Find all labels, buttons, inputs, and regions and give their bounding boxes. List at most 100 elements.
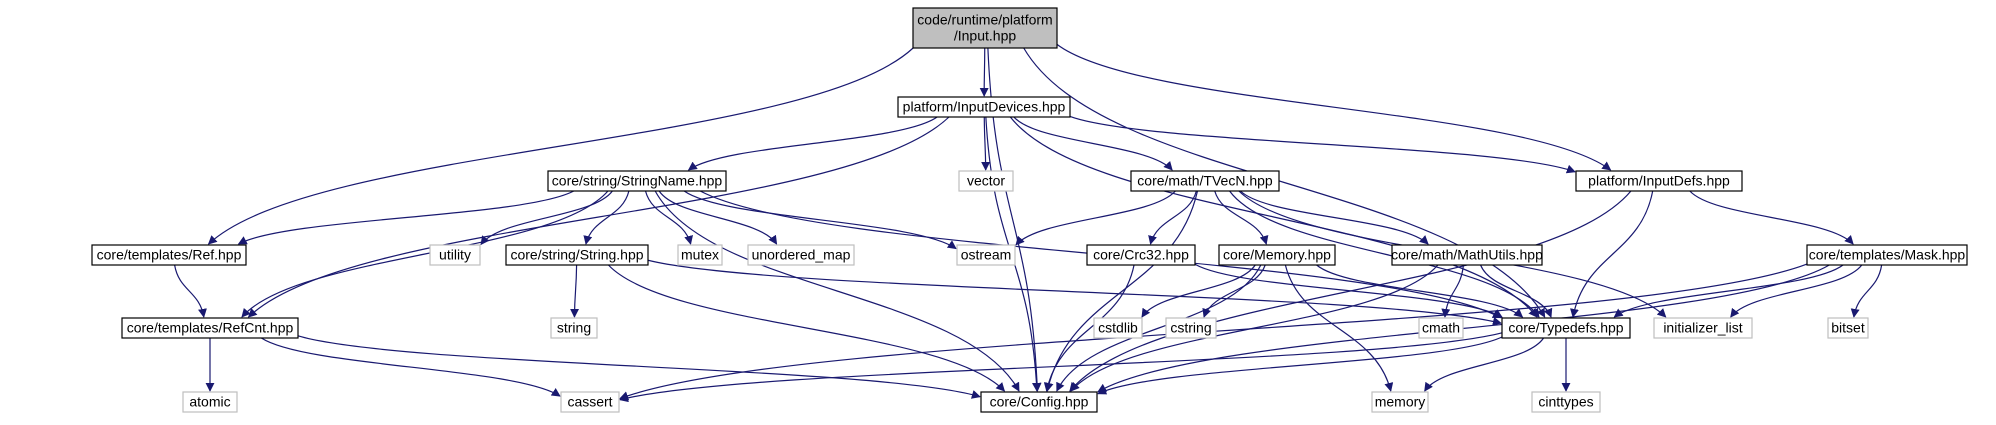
node-label: unordered_map (752, 247, 851, 263)
node-mutex: mutex (677, 244, 723, 266)
edge-string_name-to-ref_hpp (237, 190, 575, 245)
node-label: core/math/TVecN.hpp (1137, 173, 1273, 189)
node-label: core/Config.hpp (990, 394, 1089, 410)
node-label: core/templates/Mask.hpp (1809, 247, 1966, 263)
node-label: vector (967, 173, 1005, 189)
node-string-sys: string (550, 317, 598, 339)
edge-crc32-to-config (1043, 264, 1135, 392)
node-cassert: cassert (560, 391, 620, 413)
node-label: core/Crc32.hpp (1093, 247, 1189, 263)
edge-memory_hpp-to-typedefs (1316, 264, 1524, 318)
node-box (91, 244, 247, 266)
edge-mathutils-to-cmath (1441, 264, 1465, 318)
node-label: memory (1375, 394, 1426, 410)
node-bitset: bitset (1827, 317, 1869, 339)
node-input-devices[interactable]: platform/InputDevices.hpp (897, 96, 1071, 118)
nodes-layer: code/runtime/platform/Input.hpp platform/… (91, 7, 1968, 413)
node-cstdlib: cstdlib (1093, 317, 1143, 339)
node-box (1501, 317, 1631, 339)
edge-string_hpp-to-typedefs (647, 259, 1502, 326)
node-box (1827, 317, 1869, 339)
edge-string_name-to-ostream (683, 190, 957, 250)
edge-input_devices-to-refcnt (247, 116, 950, 318)
node-label: code/runtime/platform (917, 12, 1052, 28)
node-box (912, 7, 1058, 49)
node-ostream: ostream (956, 244, 1016, 266)
node-label: core/templates/Ref.hpp (97, 247, 242, 263)
node-label: string (557, 320, 591, 336)
node-label: /Input.hpp (954, 28, 1016, 44)
edge-tvecn-to-crc32 (1148, 190, 1197, 245)
edge-tvecn-to-mathutils (1239, 190, 1429, 245)
node-label: core/Memory.hpp (1223, 247, 1331, 263)
node-label: utility (439, 247, 471, 263)
edge-string_name-to-utility (480, 190, 613, 246)
node-unordered-map: unordered_map (747, 244, 855, 266)
edges-layer (174, 43, 1883, 403)
node-box (747, 244, 855, 266)
edge-mathutils-to-typedefs (1480, 264, 1553, 318)
node-box (1218, 244, 1336, 266)
edge-mask-to-typedefs (1613, 264, 1844, 318)
edge-input_devices-to-tvecn (1013, 116, 1173, 171)
node-crc32[interactable]: core/Crc32.hpp (1086, 244, 1196, 266)
node-label: atomic (189, 394, 230, 410)
node-label: core/Typedefs.hpp (1508, 320, 1623, 336)
node-label: core/templates/RefCnt.hpp (127, 320, 294, 336)
edge-input_hpp-to-input_defs (1056, 43, 1612, 171)
node-box (547, 170, 727, 192)
edge-refcnt-to-config (297, 335, 981, 399)
node-ref-hpp[interactable]: core/templates/Ref.hpp (91, 244, 247, 266)
node-label: platform/InputDevices.hpp (903, 99, 1066, 115)
node-mask[interactable]: core/templates/Mask.hpp (1806, 244, 1968, 266)
node-cinttypes: cinttypes (1531, 391, 1601, 413)
node-box (505, 244, 649, 266)
node-typedefs[interactable]: core/Typedefs.hpp (1501, 317, 1631, 339)
node-box (550, 317, 598, 339)
edge-input_defs-to-typedefs (1570, 190, 1654, 318)
node-box (1575, 170, 1743, 192)
edge-string_name-to-mutex (644, 190, 693, 245)
edge-memory_hpp-to-config (1056, 264, 1262, 392)
edge-crc32-to-typedefs (1194, 263, 1503, 318)
node-refcnt[interactable]: core/templates/RefCnt.hpp (121, 317, 299, 339)
edge-input_devices-to-string_name (687, 116, 938, 171)
node-box (429, 244, 481, 266)
node-tvecn[interactable]: core/math/TVecN.hpp (1130, 170, 1280, 192)
edge-input_defs-to-mask (1689, 190, 1854, 245)
node-box (1086, 244, 1196, 266)
edge-string_name-to-refcnt (241, 190, 609, 318)
node-box (677, 244, 723, 266)
node-label: cassert (567, 394, 612, 410)
edge-string_name-to-unordered_map (658, 190, 778, 245)
node-string-name[interactable]: core/string/StringName.hpp (547, 170, 727, 192)
edge-tvecn-to-memory_hpp (1214, 190, 1269, 245)
edge-typedefs-to-memory_sys (1424, 337, 1545, 392)
node-input-defs[interactable]: platform/InputDefs.hpp (1575, 170, 1743, 192)
node-label: core/math/MathUtils.hpp (1391, 247, 1543, 263)
node-config[interactable]: core/Config.hpp (980, 391, 1098, 413)
node-atomic: atomic (182, 391, 238, 413)
edge-string_name-to-config (654, 190, 1020, 392)
node-label: cstring (1170, 320, 1211, 336)
node-memory-hpp[interactable]: core/Memory.hpp (1218, 244, 1336, 266)
edge-tvecn-to-ostream (1015, 190, 1176, 246)
node-box (1653, 317, 1753, 339)
node-mathutils[interactable]: core/math/MathUtils.hpp (1391, 244, 1543, 266)
edge-string_hpp-to-string_sys (570, 264, 580, 318)
node-memory-sys: memory (1371, 391, 1429, 413)
edge-input_devices-to-input_defs (1069, 115, 1576, 174)
node-string-hpp[interactable]: core/string/String.hpp (505, 244, 649, 266)
node-cmath: cmath (1418, 317, 1464, 339)
node-box (1130, 170, 1280, 192)
node-box (956, 244, 1016, 266)
node-input-hpp[interactable]: code/runtime/platform/Input.hpp (912, 7, 1058, 49)
node-box (1093, 317, 1143, 339)
edge-typedefs-to-config (1097, 336, 1503, 395)
node-box (1391, 244, 1543, 266)
edge-mask-to-initializer_list (1730, 264, 1863, 318)
edge-input_hpp-to-typedefs (1023, 47, 1546, 318)
node-label: cmath (1422, 320, 1460, 336)
node-box (980, 391, 1098, 413)
edge-mask-to-bitset (1850, 264, 1883, 318)
